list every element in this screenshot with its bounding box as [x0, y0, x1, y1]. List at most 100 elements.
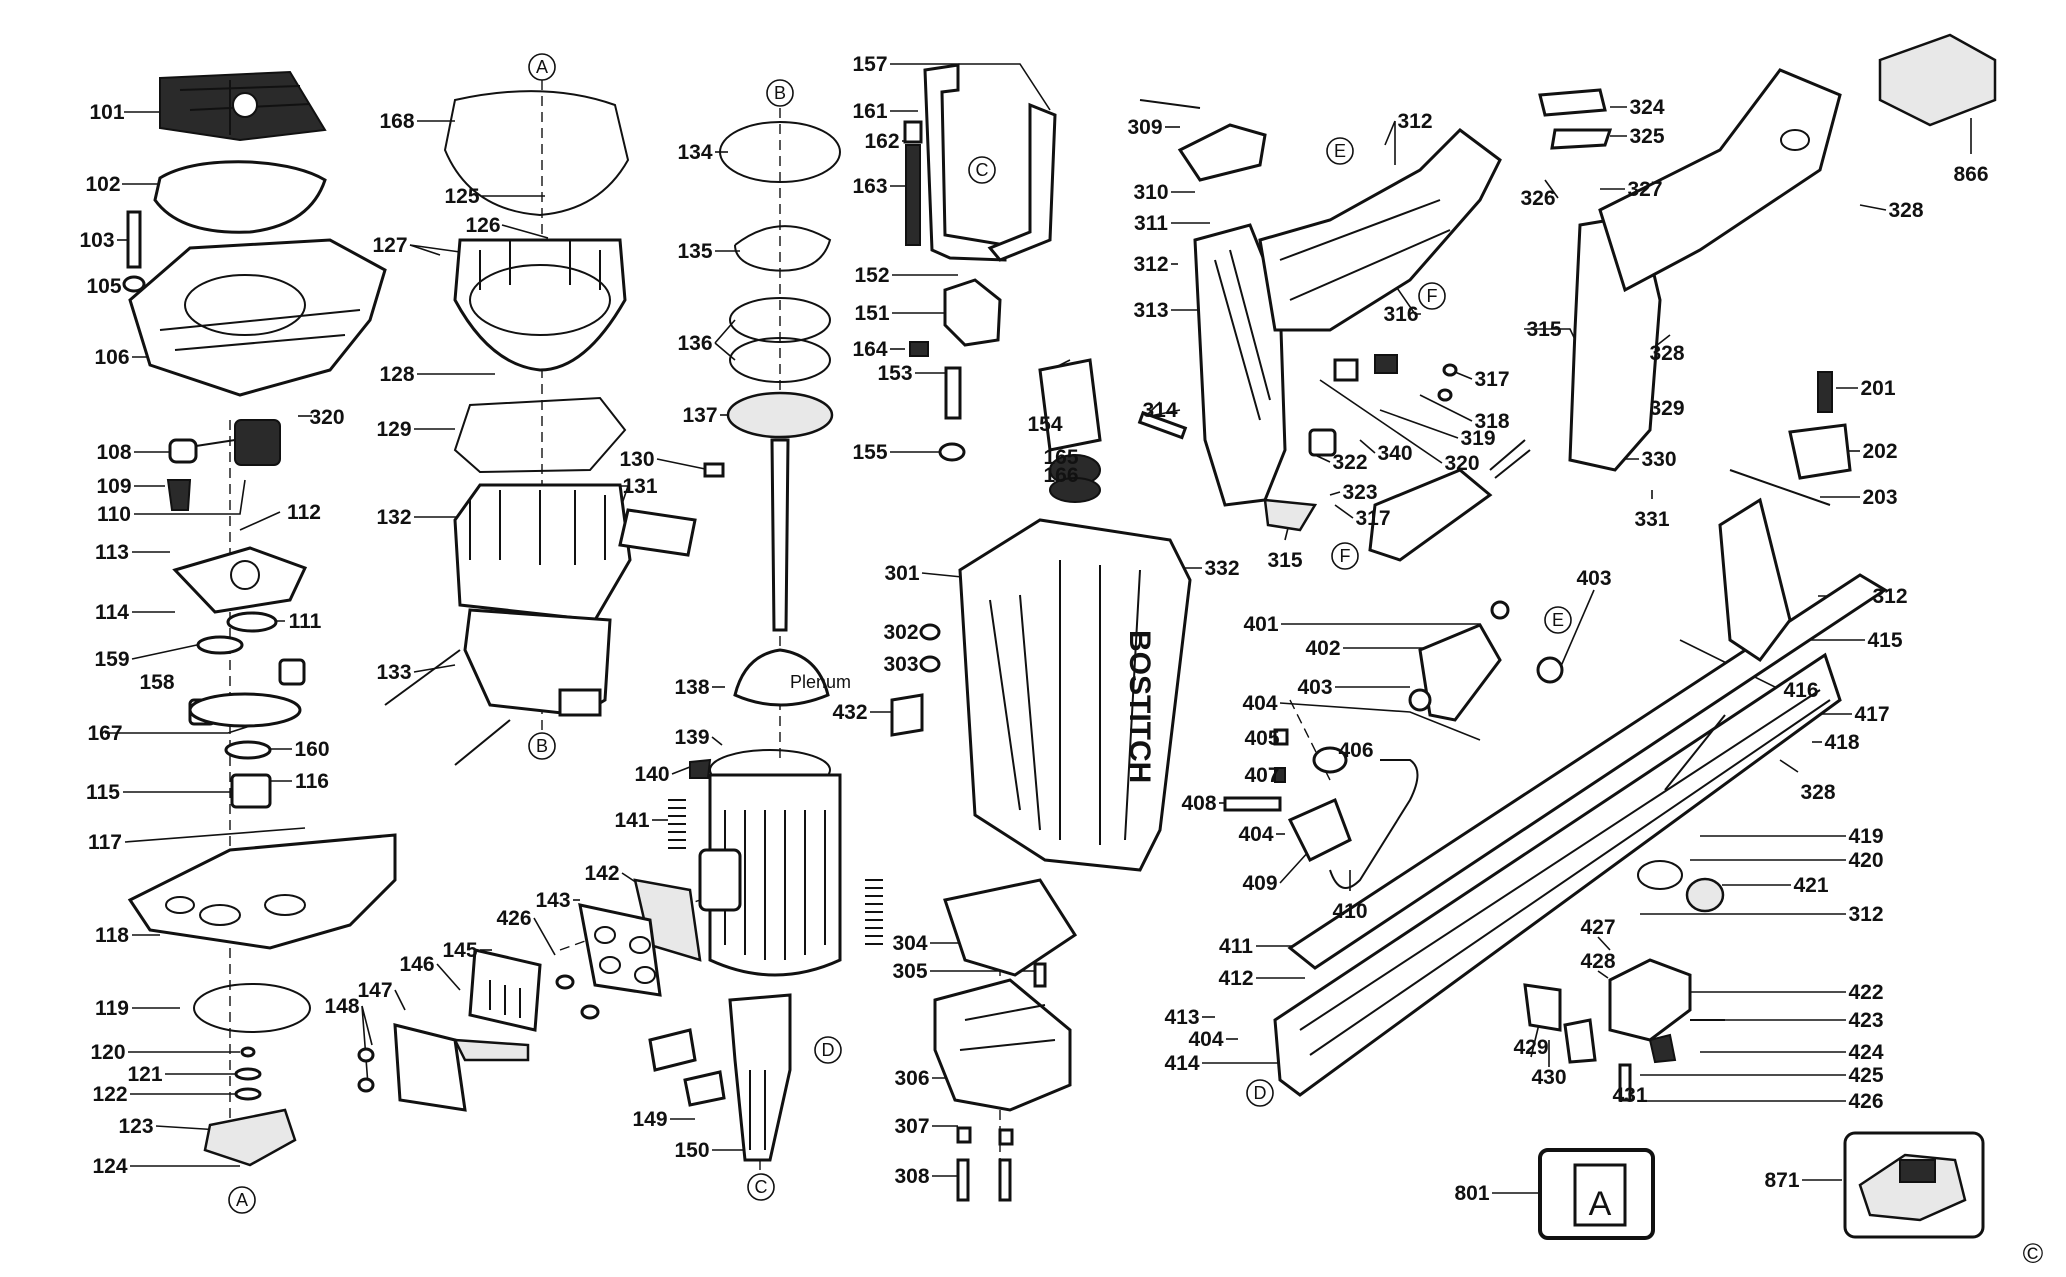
part-202-latch: [1788, 423, 1852, 480]
part-label-302: 302: [883, 621, 918, 644]
part-label-426: 426: [496, 907, 531, 930]
part-label-140: 140: [634, 763, 669, 786]
marker-letter: E: [1334, 141, 1346, 161]
part-402-bracket: [1418, 623, 1502, 722]
part-label-203: 203: [1862, 486, 1897, 509]
marker-letter: C: [976, 160, 989, 180]
marker-circle: [814, 1036, 842, 1064]
part-label-106: 106: [94, 346, 129, 369]
part-label-403: 403: [1297, 676, 1332, 699]
part-label-407: 407: [1244, 764, 1279, 787]
part-label-332: 332: [1204, 557, 1239, 580]
part-label-147: 147: [357, 979, 392, 1002]
part-340-motor: [1368, 468, 1493, 562]
part-label-420: 420: [1848, 849, 1883, 872]
part-304-plate: [943, 878, 1078, 977]
part-label-316: 316: [1383, 303, 1418, 326]
part-124-deflector: [203, 1108, 297, 1167]
part-label-301: 301: [884, 562, 919, 585]
part-label-145: 145: [442, 939, 477, 962]
part-label-305: 305: [892, 960, 927, 983]
part-label-329: 329: [1649, 397, 1684, 420]
marker-circle: [968, 156, 996, 184]
part-label-116: 116: [295, 770, 329, 793]
marker-letter: B: [774, 83, 786, 103]
marker-circle: [228, 1186, 256, 1214]
part-151-valve: [943, 278, 1002, 347]
marker-letter: C: [755, 1177, 768, 1197]
part-label-159: 159: [94, 648, 129, 671]
part-label-421: 421: [1793, 874, 1828, 897]
part-label-425: 425: [1848, 1064, 1883, 1087]
part-label-153: 153: [877, 362, 912, 385]
part-label-118: 118: [95, 924, 129, 947]
part-label-423: 423: [1848, 1009, 1883, 1032]
box-871: [1843, 1131, 1985, 1239]
part-135-snap-ring: [734, 225, 832, 272]
part-label-307: 307: [894, 1115, 929, 1138]
part-411-rail: [1287, 573, 1888, 970]
part-label-123: 123: [118, 1115, 153, 1138]
part-label-310: 310: [1133, 181, 1168, 204]
part-label-115: 115: [86, 781, 120, 804]
part-label-105: 105: [86, 275, 121, 298]
reference-marker-c: C: [747, 1173, 775, 1201]
part-label-426: 426: [1848, 1090, 1883, 1113]
part-upper-arm: [1598, 68, 1842, 293]
part-103-screw: [126, 210, 142, 269]
part-label-418: 418: [1824, 731, 1859, 754]
part-420-ring: [1637, 860, 1683, 890]
part-label-414: 414: [1164, 1052, 1199, 1075]
part-316-handle: [1258, 128, 1502, 332]
part-label-151: 151: [854, 302, 889, 325]
part-115-cylinder: [230, 773, 272, 809]
part-label-424: 424: [1848, 1041, 1883, 1064]
marker-letter: A: [536, 57, 548, 77]
part-label-112: 112: [287, 501, 321, 524]
part-label-168: 168: [379, 110, 414, 133]
part-label-157: 157: [852, 53, 887, 76]
part-label-312: 312: [1872, 585, 1907, 608]
part-label-133: 133: [376, 661, 411, 684]
reference-marker-f: F: [1418, 282, 1446, 310]
part-label-303: 303: [883, 653, 918, 676]
part-313-housing-half: [1193, 223, 1287, 507]
box-801: A: [1538, 1148, 1655, 1240]
marker-circle: [766, 79, 794, 107]
part-label-401: 401: [1243, 613, 1278, 636]
part-label-130: 130: [619, 448, 654, 471]
center-right-parts: BOSTITCH: [890, 63, 1192, 1202]
part-106-top-cap: [128, 238, 387, 397]
part-label-128: 128: [379, 363, 414, 386]
part-label-315: 315: [1526, 318, 1561, 341]
part-label-137: 137: [682, 404, 717, 427]
center-left-parts: [384, 90, 725, 766]
part-155-disc: [938, 442, 966, 462]
part-422-lock: [1608, 958, 1692, 1042]
marker-letter: B: [536, 736, 548, 756]
part-134-seal: [719, 121, 841, 183]
part-label-141: 141: [614, 809, 649, 832]
reference-marker-b: B: [528, 732, 556, 760]
part-label-340: 340: [1377, 442, 1412, 465]
part-102-gasket: [153, 160, 327, 234]
part-label-432: 432: [832, 701, 867, 724]
marker-circle: [1246, 1079, 1274, 1107]
part-410-loop: [1329, 759, 1419, 889]
part-label-117: 117: [88, 831, 122, 854]
part-119-o-ring: [193, 983, 311, 1033]
reference-marker-e: E: [1326, 137, 1354, 165]
part-label-127: 127: [372, 234, 407, 257]
part-label-312: 312: [1133, 253, 1168, 276]
part-118-base: [127, 833, 397, 950]
part-label-405: 405: [1244, 727, 1279, 750]
center-parts: Plenum: [357, 121, 883, 1162]
part-label-129: 129: [376, 418, 411, 441]
part-132-cylinder-head: [453, 483, 632, 622]
part-label-304: 304: [892, 932, 927, 955]
part-159-ring: [196, 635, 244, 655]
right-upper-parts: [1137, 33, 1997, 562]
part-871-charger: [1858, 1153, 1967, 1222]
part-label-154: 154: [1027, 413, 1062, 436]
part-315-pad: [1263, 498, 1318, 532]
